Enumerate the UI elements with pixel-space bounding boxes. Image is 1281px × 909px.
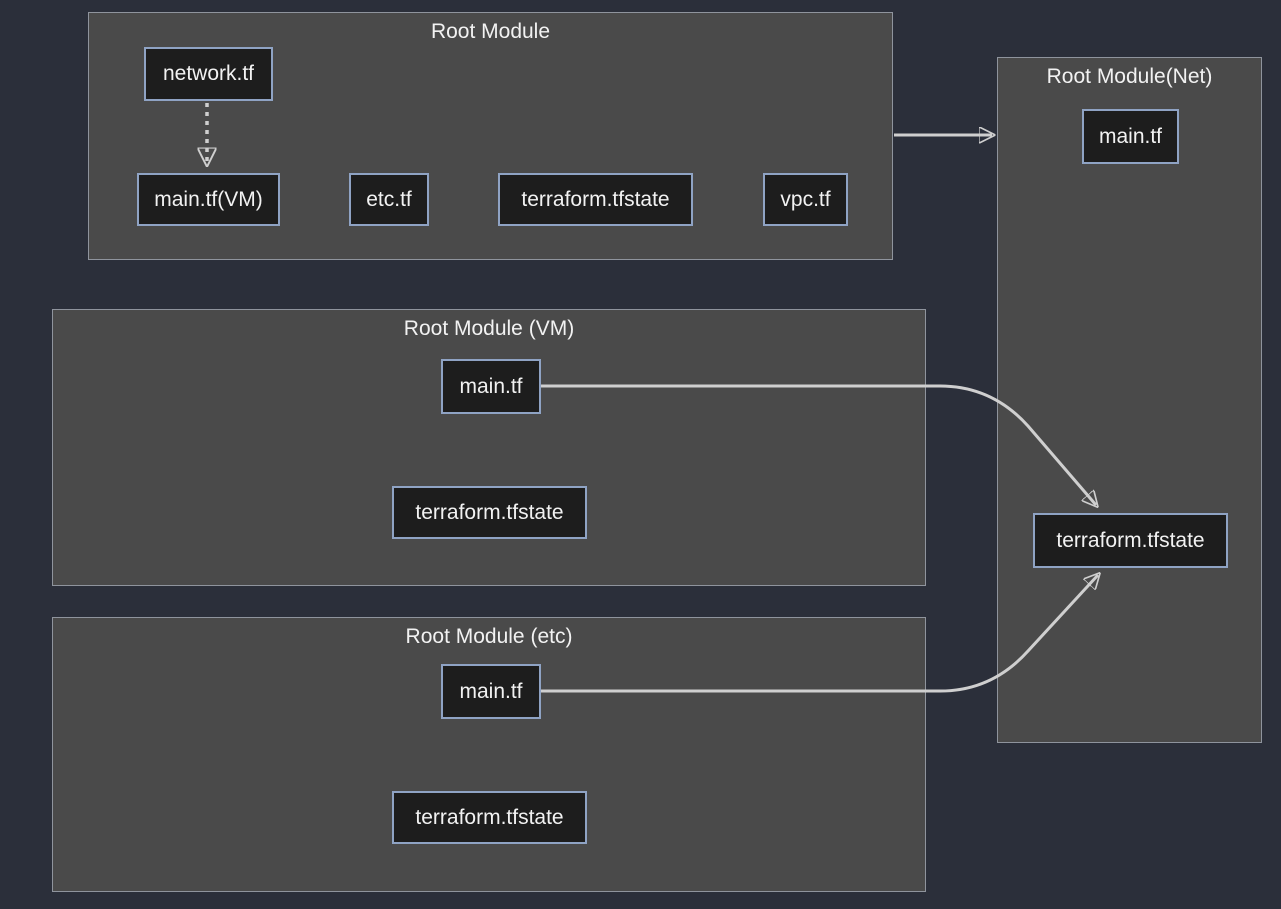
node-terraform-tfstate-vm-label: terraform.tfstate bbox=[415, 500, 564, 524]
node-terraform-tfstate-net[interactable]: terraform.tfstate bbox=[1033, 513, 1228, 568]
node-main-tf-vm-module-label: main.tf bbox=[459, 374, 523, 398]
node-terraform-tfstate-etc[interactable]: terraform.tfstate bbox=[392, 791, 587, 844]
group-root-module[interactable]: Root Module network.tf main.tf(VM) etc.t… bbox=[88, 12, 893, 260]
node-main-tf-vm-label: main.tf(VM) bbox=[154, 187, 263, 211]
group-root-module-title: Root Module bbox=[430, 20, 551, 43]
node-main-tf-vm-module[interactable]: main.tf bbox=[441, 359, 541, 414]
group-root-module-etc-title: Root Module (etc) bbox=[405, 625, 573, 648]
node-vpc-tf-label: vpc.tf bbox=[780, 187, 831, 211]
node-vpc-tf[interactable]: vpc.tf bbox=[763, 173, 848, 226]
node-etc-tf[interactable]: etc.tf bbox=[349, 173, 429, 226]
group-root-module-etc[interactable]: Root Module (etc) main.tf terraform.tfst… bbox=[52, 617, 926, 892]
node-terraform-tfstate-root-label: terraform.tfstate bbox=[521, 187, 670, 211]
node-main-tf-etc-module[interactable]: main.tf bbox=[441, 664, 541, 719]
node-terraform-tfstate-etc-label: terraform.tfstate bbox=[415, 805, 564, 829]
group-root-module-net[interactable]: Root Module(Net) main.tf terraform.tfsta… bbox=[997, 57, 1262, 743]
group-root-module-vm[interactable]: Root Module (VM) main.tf terraform.tfsta… bbox=[52, 309, 926, 586]
node-terraform-tfstate-net-label: terraform.tfstate bbox=[1056, 528, 1205, 552]
node-terraform-tfstate-vm[interactable]: terraform.tfstate bbox=[392, 486, 587, 539]
node-main-tf-net-label: main.tf bbox=[1098, 124, 1163, 148]
group-root-module-net-title: Root Module(Net) bbox=[1046, 65, 1213, 88]
node-network-tf-label: network.tf bbox=[162, 62, 255, 85]
node-main-tf-etc-module-label: main.tf bbox=[459, 679, 523, 703]
node-terraform-tfstate-root[interactable]: terraform.tfstate bbox=[498, 173, 693, 226]
node-etc-tf-label: etc.tf bbox=[366, 187, 412, 211]
node-main-tf-vm[interactable]: main.tf(VM) bbox=[137, 173, 280, 226]
group-root-module-vm-title: Root Module (VM) bbox=[403, 317, 575, 340]
node-main-tf-net[interactable]: main.tf bbox=[1082, 109, 1179, 164]
node-network-tf[interactable]: network.tf bbox=[144, 47, 273, 101]
